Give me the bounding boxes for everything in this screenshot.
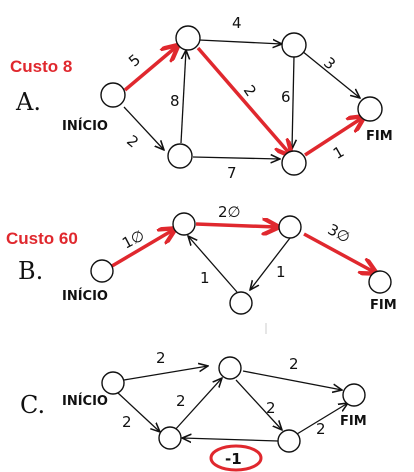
graph-b-node-bottom: [229, 291, 253, 315]
graph-b-path-top: [195, 224, 276, 227]
graph-b-node-end: [368, 270, 392, 294]
graph-a-weight-start-top: 5: [125, 51, 144, 71]
graph-b-path-start-top: [111, 230, 173, 268]
graph-a-edge-top-end: [301, 50, 360, 98]
graph-a-node-start: [100, 82, 126, 108]
graph-c-weight-top-end: 2: [289, 355, 299, 373]
graph-a-section-label: A.: [15, 88, 41, 116]
graph-c-weight-cross-down: 2: [266, 399, 276, 417]
graph-a-path-start-top: [123, 47, 176, 92]
graph-c-weight-start-top: 2: [156, 349, 166, 367]
graph-a-edge-start-bottom: [123, 106, 164, 150]
graph-a-node-top-left: [175, 25, 201, 51]
graph-c: C. INÍCIO FIM 2 2 2 2 2 2 -1: [20, 349, 367, 472]
graph-a-start-label: INÍCIO: [62, 118, 108, 134]
graph-b-weight-left: 1: [200, 269, 210, 287]
graph-b-weight-end: 3∅: [325, 220, 353, 247]
graph-a-edge-top: [198, 40, 282, 44]
graph-a-end-label: FIM: [366, 129, 393, 144]
graph-b-weight-right: 1: [276, 263, 286, 281]
graph-a-edge-vertical-left: [180, 50, 186, 144]
graph-b-start-label: INÍCIO: [62, 288, 108, 304]
graph-a-edge-bottom: [192, 157, 280, 159]
graph-a-weight-vertical-left: 8: [170, 92, 180, 110]
graph-c-section-label: C.: [20, 391, 45, 419]
graph-c-edge-start-bottom: [117, 392, 160, 432]
graph-c-negative-weight-circle: [209, 444, 263, 472]
graph-b-edge-right: [250, 237, 291, 290]
graph-a: Custo 8 A. INÍCIO FIM 5 2 8 4 2 6 7 3 1: [10, 14, 393, 182]
graph-b-path-end: [303, 232, 374, 272]
graph-a-path-bottom-end: [304, 118, 362, 157]
graph-c-end-label: FIM: [340, 414, 367, 429]
graph-a-weight-top: 4: [232, 14, 242, 32]
graph-b-weight-top: 2∅: [218, 203, 241, 221]
graph-c-edge-top-end: [242, 370, 342, 390]
graph-c-weight-negative: -1: [225, 450, 242, 468]
graph-a-path-diagonal: [196, 46, 290, 154]
graph-c-edge-negative: [182, 438, 279, 441]
graph-a-weight-bottom: 7: [227, 164, 237, 182]
graph-c-node-top: [218, 356, 242, 380]
graph-c-weight-cross-up: 2: [176, 392, 186, 410]
graph-c-edge-cross-up: [173, 378, 222, 432]
graph-a-node-top-right: [281, 32, 307, 58]
graph-b-node-top-right: [278, 215, 302, 239]
graph-c-node-start: [101, 371, 125, 395]
graph-b-end-label: FIM: [370, 298, 397, 313]
graph-b-cost-label: Custo 60: [6, 229, 78, 248]
graph-c-edge-bottom-end: [296, 403, 348, 435]
graph-b: Custo 60 B. INÍCIO FIM 1∅ 2∅ 3∅ 1 1: [6, 203, 397, 315]
graph-c-weight-bottom-end: 2: [316, 420, 326, 438]
graph-a-weight-top-end: 3: [320, 54, 339, 74]
graph-c-edge-cross-down: [235, 379, 282, 430]
graph-c-node-end: [342, 383, 366, 407]
graph-a-node-end: [357, 96, 383, 122]
graph-b-node-top-left: [172, 212, 196, 236]
graph-a-node-bottom-right: [281, 150, 307, 176]
graph-a-edge-vertical-right: [292, 55, 294, 149]
graph-c-start-label: INÍCIO: [62, 393, 108, 409]
graph-b-section-label: B.: [18, 257, 43, 285]
graph-b-edge-left: [188, 236, 238, 293]
graph-c-edge-start-top: [123, 366, 208, 381]
graph-c-node-bottom-left: [158, 426, 182, 450]
graph-c-weight-start-bottom: 2: [122, 413, 132, 431]
graph-a-cost-label: Custo 8: [10, 57, 72, 76]
graph-b-node-start: [90, 259, 114, 283]
graph-a-weight-vertical-right: 6: [281, 88, 291, 106]
graph-a-weight-bottom-end: 1: [330, 142, 347, 162]
graph-a-weight-start-bottom: 2: [123, 132, 142, 152]
graph-c-node-bottom-right: [277, 429, 301, 453]
graph-a-node-bottom-left: [167, 143, 193, 169]
